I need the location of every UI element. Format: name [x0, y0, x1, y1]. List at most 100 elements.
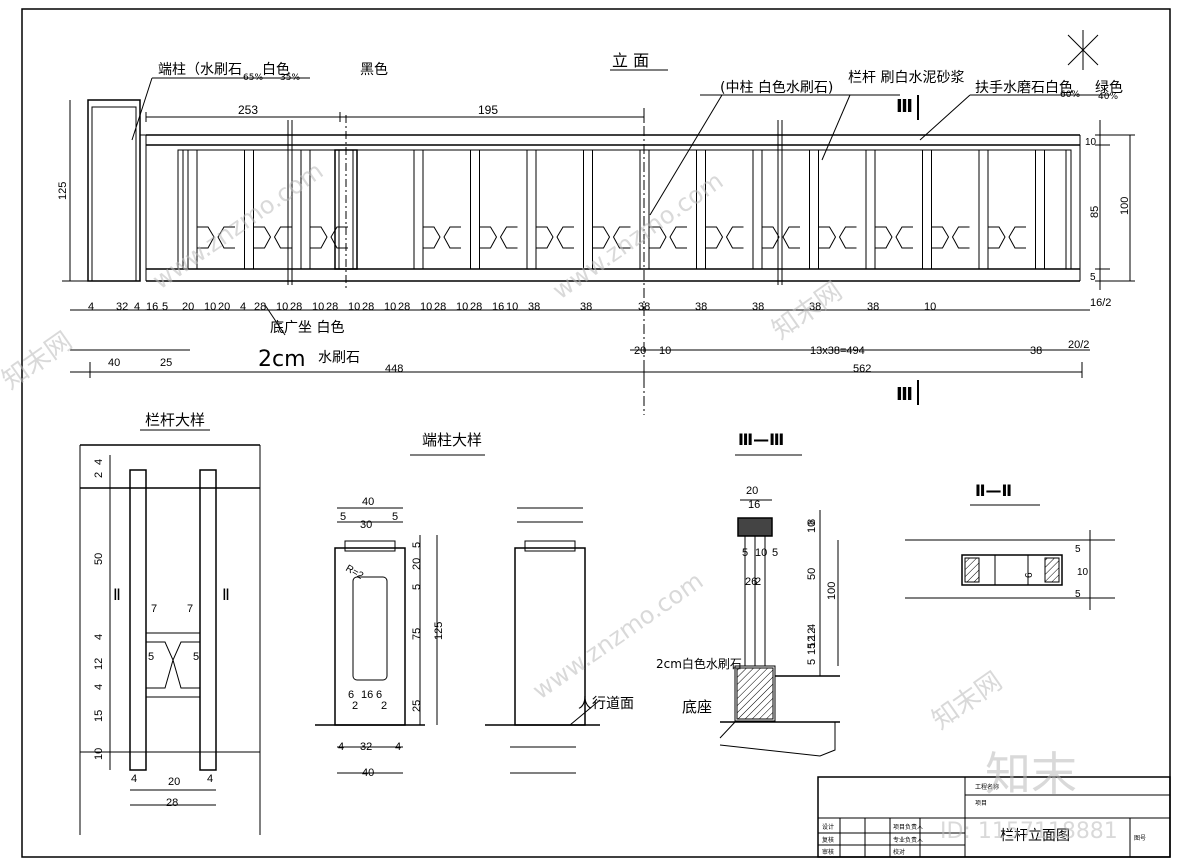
dim-row-label: 28 — [434, 301, 446, 313]
dim-38-b: 38 — [1030, 345, 1042, 357]
dim-row-label: 28 — [362, 301, 374, 313]
baluster — [752, 149, 763, 270]
dim-25-b: 25 — [160, 357, 172, 369]
tb-r4: 项目负责人 — [893, 823, 923, 831]
section-3-view — [719, 499, 840, 757]
section-3-dim-label: 50 — [806, 568, 818, 580]
post-radius: R=2 — [344, 563, 366, 582]
post-dim-label: 5 — [340, 511, 346, 523]
baluster-dim-label: 4 — [131, 773, 137, 785]
section-3-dim-label: 5 — [742, 547, 748, 559]
watermark-logo: 知末 — [985, 747, 1077, 801]
baluster-ornament — [705, 226, 744, 249]
tb-item: 项目 — [975, 800, 987, 807]
dim-row-label: 5 — [162, 301, 168, 313]
section-3-dim-label: 15 — [806, 643, 818, 655]
elevation-view — [62, 30, 1135, 415]
dim-125: 125 — [57, 182, 69, 200]
dim-195: 195 — [478, 103, 498, 117]
post-dim-label: 2 — [352, 700, 358, 712]
dim-10-r: 10 — [1085, 137, 1097, 148]
baluster-dim-label: 4 — [93, 459, 105, 465]
baluster — [187, 149, 198, 270]
base-label-2: 2cm — [258, 347, 306, 372]
tb-r3: 审核 — [822, 848, 834, 856]
baluster-dim-label: 7 — [151, 603, 157, 615]
baluster-ornament — [818, 226, 857, 249]
baluster-dim-label: 5 — [148, 651, 154, 663]
dim-row-label: 16 — [492, 301, 504, 313]
tb-drawing: 栏杆立面图 — [1000, 828, 1070, 844]
watermark-cn-2: 知末网 — [767, 276, 848, 345]
post-detail-view — [315, 507, 601, 774]
dim-5-r: 5 — [1090, 272, 1096, 283]
baluster — [526, 149, 537, 270]
baluster-dim-label: 4 — [93, 634, 105, 640]
section-2-dim-label: 6 — [1024, 572, 1035, 578]
post-dim-label: 5 — [411, 542, 423, 548]
baluster-dim-label: 4 — [207, 773, 213, 785]
dim-row-label: 4 — [240, 301, 246, 313]
baluster-detail-view — [79, 444, 261, 835]
section-2-dim-label: 5 — [1075, 589, 1081, 600]
baluster — [922, 149, 932, 270]
baluster-dim-label: 4 — [93, 684, 105, 690]
section-3-dim-label: 10 — [806, 521, 818, 533]
post-dim-label: 4 — [338, 741, 344, 753]
dim-row-label: 28 — [254, 301, 266, 313]
section-3-dim-label: 10 — [755, 547, 767, 559]
dim-562: 562 — [853, 363, 871, 375]
dim-row-label: 38 — [867, 301, 879, 313]
section-mark-top: Ⅲ — [896, 96, 913, 117]
baluster-ornament — [423, 226, 461, 249]
dim-16-2: 16/2 — [1090, 297, 1111, 309]
dim-row-label: 4 — [88, 301, 94, 313]
dim-row-label: 28 — [326, 301, 338, 313]
baluster-ornament — [536, 226, 574, 249]
handrail-pct1: 60% — [1060, 90, 1080, 100]
section-3-dim-label: 100 — [826, 582, 838, 600]
dim-row-label: 38 — [638, 301, 650, 313]
section-2-dim-label: 5 — [1075, 544, 1081, 555]
dim-row-label: 4 — [134, 301, 140, 313]
section-3-dim-label: 5 — [772, 547, 778, 559]
post-dim-label: 6 — [376, 689, 382, 701]
dim-row-label: 20 — [218, 301, 230, 313]
dim-row-label: 38 — [695, 301, 707, 313]
dim-row-label: 10 — [276, 301, 288, 313]
baluster-dim-label: 10 — [93, 748, 105, 760]
elevation-title: 立 面 — [612, 51, 649, 70]
section-3-dim-label: 5 — [806, 659, 818, 665]
baluster-ornament — [875, 226, 913, 249]
title-block — [817, 776, 1171, 858]
section-3-title: Ⅲ—Ⅲ — [738, 430, 784, 449]
dim-row-label: 38 — [580, 301, 592, 313]
tb-r5: 专业负责人 — [893, 836, 923, 844]
section-3-dim-label: 12 — [806, 628, 818, 640]
baluster-dim-label: 20 — [168, 776, 180, 788]
baluster — [583, 149, 593, 270]
baluster — [300, 149, 311, 270]
tb-project: 工程名称 — [975, 783, 999, 791]
sidewalk-label: 人行道面 — [578, 696, 634, 712]
baluster-dim-label: 12 — [93, 658, 105, 670]
dim-row-label: 10 — [384, 301, 396, 313]
baluster-ornament — [931, 226, 970, 249]
baluster-dim-label: 15 — [93, 710, 105, 722]
watermark-cn-3: 知末网 — [927, 666, 1008, 735]
dim-row-label: 20 — [182, 301, 194, 313]
baluster — [244, 149, 254, 270]
section-3-dim-label: 16 — [748, 499, 760, 511]
post-dim-label: 4 — [395, 741, 401, 753]
section-2-view — [905, 530, 1115, 610]
dim-row-label: 38 — [809, 301, 821, 313]
post-dim-label: 30 — [360, 519, 372, 531]
baluster — [1035, 149, 1045, 270]
baluster — [413, 149, 424, 270]
dim-row-label: 10 — [924, 301, 936, 313]
tb-r7: 图号 — [1134, 835, 1146, 842]
section-2-dim-label: 10 — [1077, 567, 1089, 578]
baluster-ornament — [253, 226, 292, 249]
section-3-base: 底座 — [682, 698, 712, 716]
